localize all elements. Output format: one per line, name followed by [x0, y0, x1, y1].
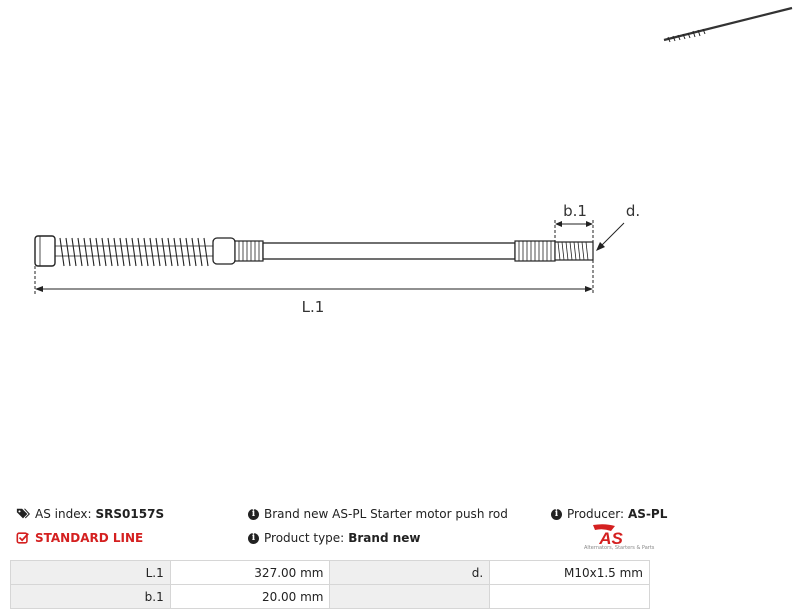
- technical-drawing: L.1 b.1 d.: [34, 202, 640, 316]
- info-icon: i: [248, 532, 259, 544]
- product-type-label: Product type:: [264, 531, 345, 545]
- standard-line-label: STANDARD LINE: [35, 531, 144, 545]
- product-description: Brand new AS-PL Starter motor push rod: [264, 507, 508, 521]
- product-thumbnail[interactable]: [660, 4, 796, 44]
- spec-value: M10x1.5 mm: [489, 560, 650, 585]
- description-info: i Brand new AS-PL Starter motor push rod: [248, 507, 508, 521]
- spec-value: [489, 584, 650, 609]
- logo-tagline: Alternators, Starters & Parts: [584, 545, 655, 551]
- as-index-info: AS index: SRS0157S: [16, 507, 164, 521]
- producer-info: i Producer: AS-PL: [551, 507, 667, 521]
- spec-label: L.1: [10, 560, 171, 585]
- spec-value: 327.00 mm: [169, 560, 331, 585]
- as-index-label: AS index:: [35, 507, 92, 521]
- info-icon: i: [248, 508, 259, 520]
- table-row: b.1 20.00 mm: [10, 584, 650, 609]
- tags-icon: [16, 508, 30, 519]
- standard-line-badge: STANDARD LINE: [16, 531, 143, 545]
- length-dimension-label: L.1: [302, 298, 325, 316]
- spec-label: d.: [329, 560, 491, 585]
- spec-label: [329, 584, 491, 609]
- product-type-info: i Product type: Brand new: [248, 531, 420, 545]
- spec-value: 20.00 mm: [169, 584, 331, 609]
- producer-value: AS-PL: [628, 507, 668, 521]
- product-type-value: Brand new: [348, 531, 421, 545]
- rod-collar: [212, 237, 236, 265]
- rod-head: [34, 235, 56, 267]
- thread-dimension-label: b.1: [563, 202, 587, 220]
- as-pl-logo: AS: [593, 524, 623, 548]
- rod-shaft: [262, 242, 516, 260]
- rod-spring: [59, 237, 209, 267]
- spec-label: b.1: [10, 584, 171, 609]
- producer-label: Producer:: [567, 507, 625, 521]
- diameter-dimension-label: d.: [626, 202, 640, 220]
- info-icon: i: [551, 508, 562, 520]
- svg-text:AS: AS: [598, 529, 623, 548]
- checkbox-checked-icon: [16, 532, 29, 544]
- specs-table: L.1 327.00 mm d. M10x1.5 mm b.1 20.00 mm: [10, 560, 650, 609]
- as-index-value: SRS0157S: [95, 507, 165, 521]
- table-row: L.1 327.00 mm d. M10x1.5 mm: [10, 560, 650, 585]
- diameter-leader: [598, 222, 625, 249]
